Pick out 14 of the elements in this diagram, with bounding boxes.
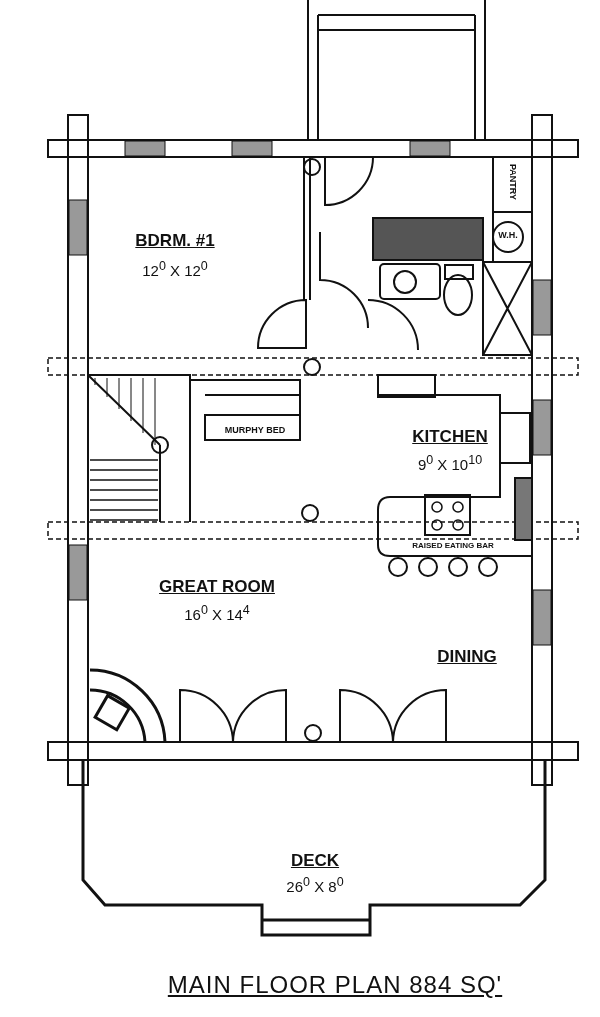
room-dimensions: 16$^{0}$ X 14$^{4}$ bbox=[184, 604, 250, 624]
room-label: GREAT ROOM bbox=[159, 578, 275, 597]
room-label: BDRM. #1 bbox=[135, 232, 215, 251]
counter-label: RAISED EATING BAR bbox=[412, 542, 494, 551]
room-dimensions: 12$^{0}$ X 12$^{0}$ bbox=[142, 260, 208, 280]
appliance-label: W.H. bbox=[498, 231, 518, 241]
room-label: DINING bbox=[437, 648, 497, 667]
room-label: PANTRY bbox=[507, 163, 517, 200]
furniture-label: MURPHY BED bbox=[224, 426, 286, 436]
plan-caption: MAIN FLOOR PLAN 884 SQ' bbox=[167, 972, 503, 999]
room-label: KITCHEN bbox=[412, 428, 488, 447]
room-dimensions: 9$^{0}$ X 10$^{10}$ bbox=[417, 454, 483, 474]
room-label: DECK bbox=[290, 852, 340, 871]
room-dimensions: 26$^{0}$ X 8$^{0}$ bbox=[286, 876, 344, 896]
